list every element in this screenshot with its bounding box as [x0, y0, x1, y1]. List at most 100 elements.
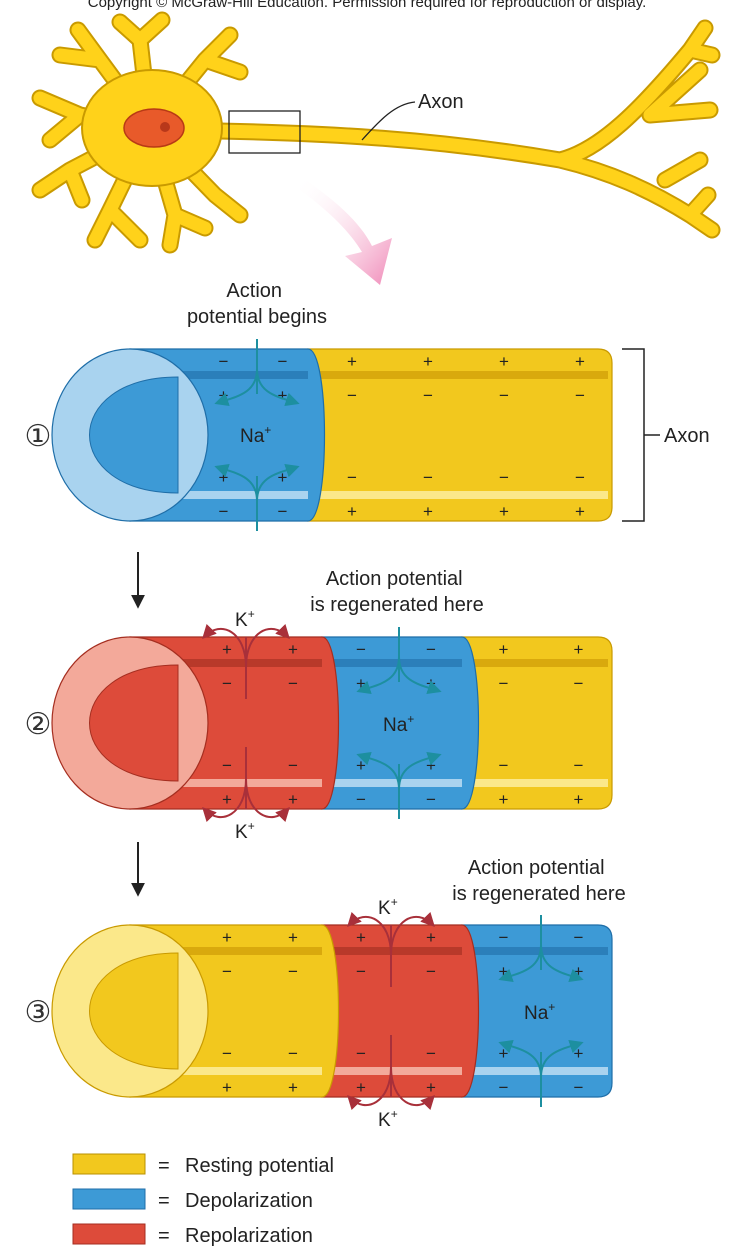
step-2-na-channel-left: [356, 656, 400, 695]
step-3-k-label-bottom: K+: [378, 1107, 398, 1131]
step-2-na-channel-right: [398, 751, 442, 790]
legend-label-depolarization: Depolarization: [185, 1190, 313, 1212]
step-3-charge-inner-top: −: [288, 962, 298, 981]
step-2-membrane-top-repolarization: [130, 659, 322, 667]
step-2-membrane-bottom-repolarization: [130, 779, 322, 787]
step-2-k-channel-right: [245, 778, 290, 822]
step-2-opening-lumen: [89, 664, 179, 782]
step-2-na-channel-left: [356, 751, 400, 790]
step-1-charge-outer-top: −: [219, 352, 229, 371]
legend-eq-resting: =: [158, 1155, 170, 1177]
step-1-na-channel-left: [214, 463, 258, 502]
step-1-charge-outer-top: −: [278, 352, 288, 371]
step-1-membrane-top-resting: [308, 371, 608, 379]
step-3-number: ③: [25, 996, 52, 1029]
step-1-charge-inner-bottom: +: [219, 468, 229, 487]
step-2-k-label-bottom: K+: [235, 819, 255, 843]
step-3-charge-inner-top: −: [426, 962, 436, 981]
step-1-caption: Action potential begins: [187, 280, 327, 328]
step-3-membrane-top-resting: [130, 947, 322, 955]
step-1-opening-lumen: [89, 376, 179, 494]
step-1-charge-inner-bottom: −: [499, 468, 509, 487]
step-2-caption: Action potential is regenerated here: [310, 568, 483, 616]
step-3-charge-outer-top: +: [222, 928, 232, 947]
step-2-charge-inner-bottom: −: [574, 756, 584, 775]
neuron-illustration: Axon: [31, 11, 721, 285]
step-2-membrane-top-depolarization: [322, 659, 462, 667]
step-3-charge-outer-bottom: +: [356, 1078, 366, 1097]
step-1-membrane-bottom-depolarization: [130, 491, 308, 499]
step-2-charge-outer-bottom: +: [499, 790, 509, 809]
step-1-charge-outer-bottom: −: [219, 502, 229, 521]
step-1-segment-resting: [307, 348, 613, 522]
step-2-segment-resting: [461, 636, 613, 810]
step-2-charge-outer-bottom: +: [288, 790, 298, 809]
step-3-k-label-top: K+: [378, 895, 398, 919]
nucleus: [123, 108, 185, 148]
step-2-charge-outer-top: +: [574, 640, 584, 659]
step-2-membrane-top-resting: [462, 659, 608, 667]
step-1-charge-outer-bottom: +: [347, 502, 357, 521]
step-1-caption-line-2: potential begins: [187, 306, 327, 328]
step-2-charge-outer-top: +: [499, 640, 509, 659]
step-3-na-channel-right: [540, 944, 584, 983]
step-3-charge-inner-bottom: −: [288, 1044, 298, 1063]
step-1-charge-outer-top: +: [347, 352, 357, 371]
step-3-membrane-top-depolarization: [462, 947, 608, 955]
step-1-charge-inner-bottom: −: [347, 468, 357, 487]
step-1-charge-inner-top: −: [347, 386, 357, 405]
step-2-charge-outer-top: −: [426, 640, 436, 659]
step-3-charge-inner-bottom: −: [356, 1044, 366, 1063]
step-2-membrane-bottom-depolarization: [322, 779, 462, 787]
step-1-charge-outer-bottom: +: [575, 502, 585, 521]
step-1-charge-outer-top: +: [575, 352, 585, 371]
step-1-charge-inner-bottom: −: [575, 468, 585, 487]
step-1-membrane-bottom-resting: [308, 491, 608, 499]
step-3-charge-inner-bottom: +: [499, 1044, 509, 1063]
step-2-na-label: Na+: [383, 712, 414, 736]
step-2-charge-inner-top: −: [499, 674, 509, 693]
step-3-membrane-bottom-resting: [130, 1067, 322, 1075]
step-2-charge-outer-top: +: [222, 640, 232, 659]
neuron-axon-label: Axon: [418, 91, 464, 113]
step-1-charge-outer-bottom: −: [278, 502, 288, 521]
step-1-charge-inner-top: −: [575, 386, 585, 405]
step-2-k-channel-right: [245, 624, 290, 668]
step-3-k-channel-left: [347, 912, 392, 956]
step-2-segment-depolarization: [321, 636, 480, 810]
step-2-charge-outer-bottom: +: [222, 790, 232, 809]
step-2-charge-inner-top: −: [222, 674, 232, 693]
step-3-segment-repolarization: [321, 924, 480, 1098]
step-3-caption-line-2: is regenerated here: [452, 883, 625, 905]
step-3-na-label: Na+: [524, 1000, 555, 1024]
step-3-charge-inner-bottom: +: [574, 1044, 584, 1063]
step-3-caption: Action potential is regenerated here: [452, 857, 625, 905]
step-3-membrane-bottom-depolarization: [462, 1067, 608, 1075]
step-2-charge-outer-bottom: −: [356, 790, 366, 809]
step-2-charge-outer-bottom: +: [574, 790, 584, 809]
step-3-caption-line-1: Action potential: [468, 857, 605, 879]
step-3-segment-depolarization: [461, 924, 613, 1098]
legend-swatch-repolarization: [72, 1223, 146, 1245]
step-2-membrane-bottom-resting: [462, 779, 608, 787]
step-2-k-channel-left: [202, 624, 247, 668]
step-1-charge-inner-top: −: [423, 386, 433, 405]
axon-bracket: [622, 348, 660, 522]
step-1-caption-line-1: Action: [226, 280, 282, 302]
step-3-charge-inner-top: −: [356, 962, 366, 981]
step-2-charge-outer-top: −: [356, 640, 366, 659]
step-3-na-channel-right: [540, 1039, 584, 1078]
step-3-charge-inner-top: −: [222, 962, 232, 981]
axon-steps: − + + − − + + − + − − + + − − + + − − + + − − + + − − + + − − + − + + − − + + −…: [51, 339, 613, 1110]
step-2-number: ②: [25, 708, 52, 741]
step-2-caption-line-1: Action potential: [326, 568, 463, 590]
legend-label-resting: Resting potential: [185, 1155, 334, 1177]
step-2-caption-line-2: is regenerated here: [310, 594, 483, 616]
step-1-charge-outer-top: +: [499, 352, 509, 371]
step-3-charge-outer-bottom: +: [426, 1078, 436, 1097]
step-1-charge-outer-bottom: +: [423, 502, 433, 521]
step-3-charge-outer-top: +: [356, 928, 366, 947]
step-2-charge-inner-top: −: [574, 674, 584, 693]
step-2-charge-inner-bottom: −: [288, 756, 298, 775]
step-3-charge-outer-bottom: +: [288, 1078, 298, 1097]
